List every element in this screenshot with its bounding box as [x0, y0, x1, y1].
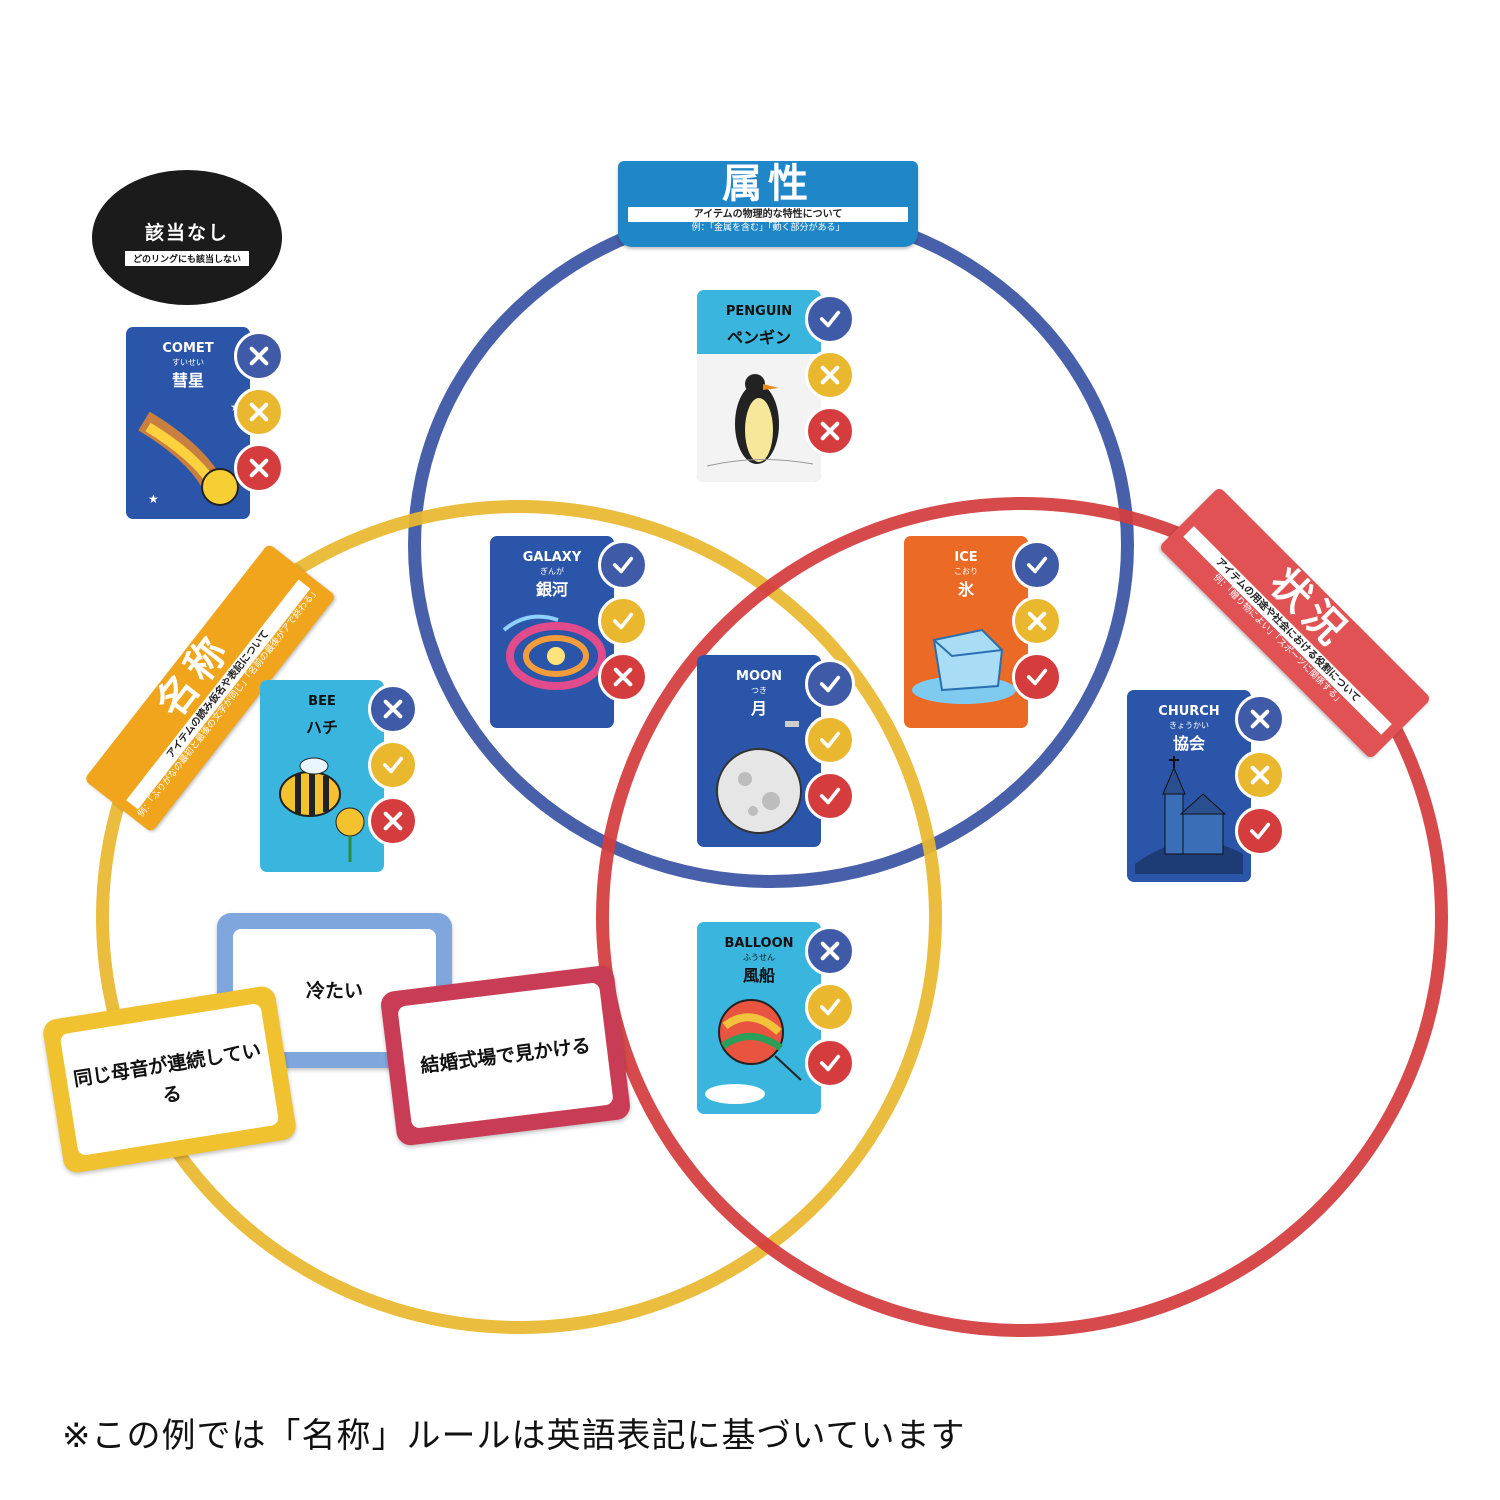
mark-column — [368, 684, 424, 852]
cross-yellow-icon — [234, 387, 284, 437]
check-red-icon — [1012, 652, 1062, 702]
card-jp-label: 氷 — [957, 580, 974, 599]
mark-column — [1235, 694, 1291, 862]
card-face: BEE ハチ — [260, 680, 384, 872]
mark-column — [1012, 540, 1068, 708]
check-yellow-icon — [598, 596, 648, 646]
rule-card-text: 結婚式場で見かける — [397, 982, 614, 1129]
mark-column — [234, 331, 290, 499]
check-blue-icon — [805, 294, 855, 344]
comet-illustration: ★★ — [138, 400, 241, 506]
card-jp-label: ハチ — [305, 718, 338, 737]
card-jp-label: 銀河 — [535, 580, 568, 599]
check-blue-icon — [805, 659, 855, 709]
balloon-illustration — [705, 999, 802, 1104]
cross-red-icon — [598, 652, 648, 702]
galaxy-illustration — [502, 614, 606, 690]
check-red-icon — [805, 771, 855, 821]
svg-text:★: ★ — [148, 492, 159, 506]
card-face: ICE こおり 氷 — [904, 536, 1028, 728]
cross-blue-icon — [368, 684, 418, 734]
rule-card-text: 同じ母音が連続している — [59, 1002, 280, 1157]
check-blue-icon — [598, 540, 648, 590]
card-face: GALAXY ぎんが 銀河 — [490, 536, 614, 728]
card-ice[interactable]: ICE こおり 氷 — [904, 536, 1069, 728]
check-yellow-icon — [368, 740, 418, 790]
cross-yellow-icon — [805, 350, 855, 400]
church-illustration — [1135, 756, 1243, 874]
cross-blue-icon — [1235, 694, 1285, 744]
card-face: COMET すいせい 彗星 ★★ — [126, 327, 250, 519]
card-en-label: PENGUIN — [725, 304, 793, 319]
check-red-icon — [1235, 806, 1285, 856]
card-penguin[interactable]: PENGUIN ペンギン — [697, 290, 862, 482]
cross-blue-icon — [805, 926, 855, 976]
card-face: MOON つき 月 — [697, 655, 821, 847]
card-galaxy[interactable]: GALAXY ぎんが 銀河 — [490, 536, 655, 728]
mark-column — [805, 926, 861, 1094]
card-bee[interactable]: BEE ハチ — [260, 680, 425, 872]
card-jp-label: ペンギン — [726, 328, 791, 347]
check-yellow-icon — [805, 715, 855, 765]
card-en-label: COMET — [162, 341, 214, 356]
card-jp-label: 月 — [750, 699, 767, 718]
cross-yellow-icon — [1235, 750, 1285, 800]
attribute-subtitle: アイテムの物理的な特性について — [628, 207, 908, 222]
card-kana-label: ぎんが — [540, 567, 564, 576]
no-match-subtitle: どのリングにも該当しない — [124, 251, 249, 266]
card-en-label: GALAXY — [522, 550, 582, 565]
check-blue-icon — [1012, 540, 1062, 590]
cross-red-icon — [234, 443, 284, 493]
ice-illustration — [912, 628, 1016, 704]
card-en-label: CHURCH — [1158, 704, 1220, 719]
card-balloon[interactable]: BALLOON ふうせん 風船 — [697, 922, 862, 1114]
card-en-label: MOON — [736, 669, 782, 684]
card-en-label: BALLOON — [724, 936, 794, 951]
card-moon[interactable]: MOON つき 月 — [697, 655, 862, 847]
card-kana-label: すいせい — [172, 358, 204, 367]
bee-illustration — [279, 757, 365, 862]
mark-column — [805, 659, 861, 827]
attribute-banner: 属性 アイテムの物理的な特性について 例：「金属を含む」「動く部分がある」 — [618, 161, 918, 247]
rule-card-wedding[interactable]: 結婚式場で見かける — [379, 964, 632, 1147]
no-match-zone[interactable]: 該当なし どのリングにも該当しない — [92, 170, 282, 305]
cross-red-icon — [368, 796, 418, 846]
card-jp-label: 彗星 — [171, 371, 204, 390]
card-kana-label: ふうせん — [743, 953, 775, 962]
card-en-label: ICE — [954, 550, 978, 565]
card-church[interactable]: CHURCH きょうかい 協会 — [1127, 690, 1292, 882]
card-kana-label: きょうかい — [1169, 721, 1209, 730]
check-yellow-icon — [805, 982, 855, 1032]
cross-red-icon — [805, 406, 855, 456]
mark-column — [598, 540, 654, 708]
card-jp-label: 協会 — [1172, 734, 1205, 753]
no-match-title: 該当なし — [144, 222, 229, 244]
card-kana-label: つき — [751, 686, 767, 695]
card-kana-label: こおり — [954, 567, 978, 576]
penguin-illustration — [697, 354, 821, 482]
attribute-title: 属性 — [722, 161, 814, 207]
card-face: BALLOON ふうせん 風船 — [697, 922, 821, 1114]
card-jp-label: 風船 — [742, 966, 775, 985]
moon-illustration — [716, 721, 802, 834]
card-comet[interactable]: COMET すいせい 彗星 ★★ — [126, 327, 291, 519]
cross-blue-icon — [234, 331, 284, 381]
check-red-icon — [805, 1038, 855, 1088]
cross-yellow-icon — [1012, 596, 1062, 646]
card-face: PENGUIN ペンギン — [697, 290, 821, 482]
footnote: ※この例では「名称」ルールは英語表記に基づいています — [62, 1416, 966, 1456]
mark-column — [805, 294, 861, 462]
card-en-label: BEE — [308, 694, 336, 709]
card-face: CHURCH きょうかい 協会 — [1127, 690, 1251, 882]
attribute-example: 例：「金属を含む」「動く部分がある」 — [691, 223, 845, 233]
